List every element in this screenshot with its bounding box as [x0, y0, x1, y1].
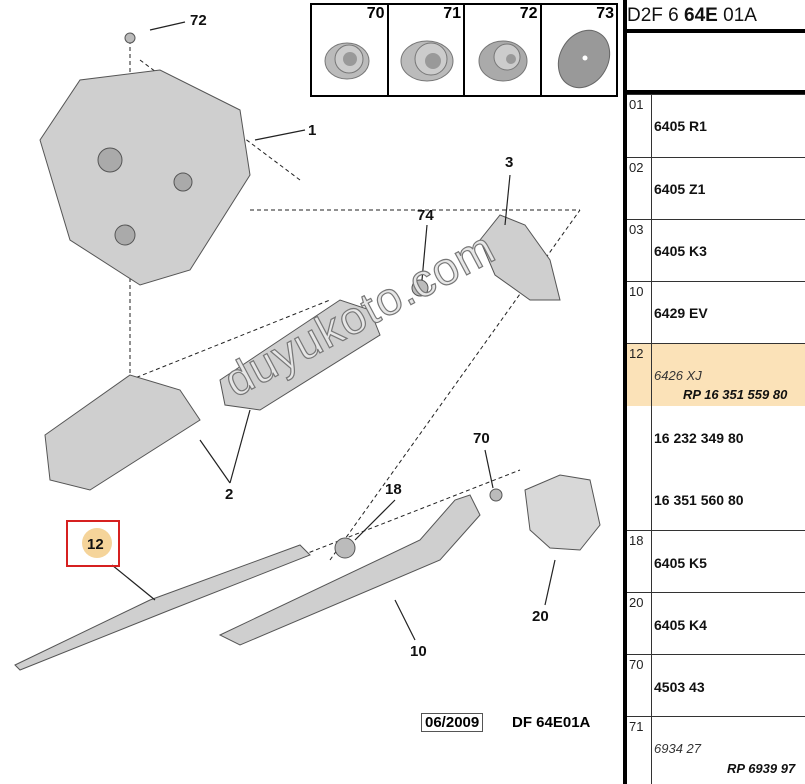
row-highlight: [627, 344, 805, 406]
row-index: 18: [629, 533, 644, 548]
table-row[interactable]: 18 6405 K5: [627, 530, 805, 592]
part-ref: 6405 Z1: [654, 181, 706, 197]
callout-1[interactable]: 1: [308, 122, 317, 139]
table-row[interactable]: 20 6405 K4: [627, 592, 805, 654]
part-ref: 4503 43: [654, 679, 705, 695]
row-index: 02: [629, 160, 644, 175]
footer-code: DF 64E01A: [512, 714, 591, 731]
callout-2[interactable]: 2: [225, 486, 234, 503]
selected-marker: [82, 528, 112, 558]
row-index: 01: [629, 97, 644, 112]
bracket: [44, 374, 201, 491]
table-border: [623, 0, 627, 784]
part-ref: 6405 K5: [654, 555, 707, 571]
exploded-parts-diagram: [14, 21, 601, 671]
part-ref: 6405 K4: [654, 617, 707, 633]
callout-74[interactable]: 74: [417, 207, 434, 224]
thumbnail-number: 70: [366, 5, 385, 22]
selected-part-box: [66, 520, 120, 567]
table-row-selected[interactable]: 12 6426 XJ RP 16 351 559 80 16 232 349 8…: [627, 343, 805, 530]
row-index: 03: [629, 222, 644, 237]
hardware-thumbnails: 70 71 72 73: [310, 3, 618, 97]
table-row[interactable]: 02 6405 Z1: [627, 157, 805, 219]
row-index: 20: [629, 595, 644, 610]
footer-date: 06/2009: [421, 713, 484, 732]
thumbnail-number: 72: [519, 5, 538, 22]
motor-housing: [39, 69, 251, 286]
part-ref: 6429 EV: [654, 305, 708, 321]
part-ref-alt: 16 232 349 80: [654, 430, 744, 446]
cap-3: [479, 214, 561, 301]
arm-cover: [524, 474, 601, 551]
callout-70[interactable]: 70: [473, 430, 490, 447]
nut-washer-icon: [478, 40, 528, 82]
part-ref: 6405 K3: [654, 243, 707, 259]
flange-nut-icon: [324, 42, 370, 80]
header-prefix: D2F 6: [627, 5, 685, 26]
part-ref: 6934 27: [654, 741, 701, 756]
thumbnail-number: 71: [443, 5, 461, 22]
thumbnail-number: 73: [596, 5, 614, 22]
callout-3[interactable]: 3: [505, 154, 514, 171]
table-row[interactable]: 01 6405 R1: [627, 94, 805, 157]
replacement-ref: RP 6939 97: [727, 761, 796, 776]
table-header: D2F 6 64E 01A: [627, 5, 757, 27]
replacement-ref: RP 16 351 559 80: [683, 387, 788, 402]
linkage: [219, 299, 381, 411]
row-index: 70: [629, 657, 644, 672]
washer-disc-icon: [557, 29, 610, 89]
row-index: 10: [629, 284, 644, 299]
header-suffix: 01A: [717, 5, 757, 26]
callout-20[interactable]: 20: [532, 608, 549, 625]
table-row[interactable]: 10 6429 EV: [627, 281, 805, 343]
table-row[interactable]: 71 6934 27 RP 6939 97: [627, 716, 805, 784]
part-ref: 6426 XJ: [654, 368, 702, 383]
callout-10[interactable]: 10: [410, 643, 427, 660]
thumbnail-71[interactable]: 71: [389, 5, 465, 95]
header-bold: 64E: [684, 5, 718, 26]
part-ref-alt: 16 351 560 80: [654, 492, 744, 508]
row-index: 71: [629, 719, 644, 734]
wiper-blade: [14, 544, 311, 671]
callout-12[interactable]: 12: [87, 536, 104, 553]
thumbnail-70[interactable]: 70: [312, 5, 389, 95]
parts-table: D2F 6 64E 01A 01 6405 R1 02 6405 Z1 03 6405…: [623, 0, 805, 784]
part-ref: 6405 R1: [654, 118, 707, 134]
divider: [623, 90, 805, 94]
row-index: 12: [629, 346, 644, 361]
table-row[interactable]: 03 6405 K3: [627, 219, 805, 281]
callout-72[interactable]: 72: [190, 12, 207, 29]
thumbnail-73[interactable]: 73: [542, 5, 617, 95]
flange-nut-large-icon: [400, 40, 453, 82]
callout-18[interactable]: 18: [385, 481, 402, 498]
table-row[interactable]: 70 4503 43: [627, 654, 805, 716]
wiper-arm: [218, 494, 481, 646]
divider: [623, 29, 805, 33]
thumbnail-72[interactable]: 72: [465, 5, 542, 95]
